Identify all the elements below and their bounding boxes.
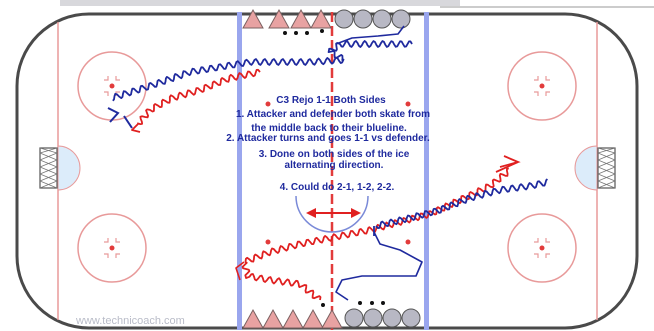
blue-line-left [237,12,242,330]
neutral-dot-tr [405,101,411,107]
pucks-top [283,29,324,35]
puck [320,29,324,33]
arrowhead-left-blue [107,107,133,129]
attacker-group-bottom [242,308,343,329]
defender-marker [401,308,421,328]
attacker-marker [310,8,332,29]
attacker-path-top [136,68,261,125]
puck [370,301,374,305]
drill-line-1: 1. Attacker and defender both skate from [236,109,430,120]
drill-title: C3 Rejo 1-1 Both Sides [276,95,386,106]
attacker-marker [302,308,324,329]
drill-line-5: alternating direction. [285,160,384,171]
goal-crease-left [57,145,81,191]
skating-paths [112,25,549,301]
blue-line-right [424,12,429,330]
defender-path-bottom [375,178,549,229]
attacker-marker [321,308,343,329]
attacker-marker [282,308,304,329]
neutral-dot-tl [265,101,271,107]
defender-marker [391,9,411,29]
defender-group-top [334,9,411,29]
puck [305,31,309,35]
faceoff-circle-bottom-left [77,213,147,283]
defender-marker [334,9,354,29]
drill-line-2: the middle back to their blueline. [251,123,407,134]
attacker-path-bottom [241,167,509,301]
attacker-marker [262,308,284,329]
faceoff-circle-bottom-right [507,213,577,283]
puck [294,31,298,35]
arrowhead-right-red [495,155,521,173]
puck [283,31,287,35]
defender-path-top [112,40,413,102]
rink-boards [15,12,639,330]
defender-group-bottom [344,308,421,328]
watermark-text: www.technicoach.com [75,315,185,327]
attacker-group-top [242,8,332,29]
defender-marker [363,308,383,328]
faceoff-circle-top-right [507,51,577,121]
net-right [597,147,616,189]
defender-marker [353,9,373,29]
drill-description: C3 Rejo 1-1 Both Sides 1. Attacker and d… [226,95,430,193]
puck [358,301,362,305]
goal-crease-right [574,145,598,191]
defender-path-bottom-start [335,231,423,301]
drill-line-3: 2. Attacker turns and goes 1-1 vs defend… [226,133,430,144]
puck [321,303,325,307]
top-header-strip [60,0,460,6]
attacker-marker [290,8,312,29]
defender-path-top-start [335,25,405,45]
puck [381,301,385,305]
drill-line-4: 3. Done on both sides of the ice [259,149,410,160]
pucks-bottom [321,301,385,307]
defender-marker [372,9,392,29]
neutral-dot-br [405,239,411,245]
attacker-path-bottom-loop [235,261,245,281]
net-left [39,147,58,189]
defender-marker [344,308,364,328]
attacker-marker [242,8,264,29]
center-circle [295,195,369,233]
attacker-marker [242,308,264,329]
double-arrow [306,208,361,218]
defender-marker [382,308,402,328]
attacker-path-top-hook [131,123,141,133]
drill-line-6: 4. Could do 2-1, 1-2, 2-2. [280,182,395,193]
neutral-dot-bl [265,239,271,245]
attacker-marker [268,8,290,29]
